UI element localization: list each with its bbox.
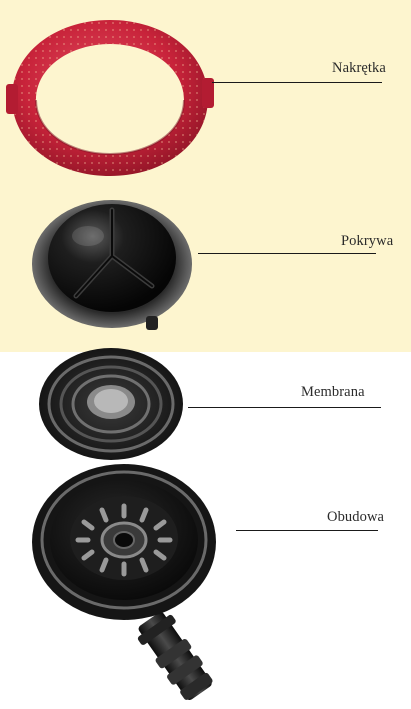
housing-leader-line xyxy=(236,530,378,531)
membrane-part xyxy=(36,344,186,464)
housing-with-nozzle-icon xyxy=(28,458,238,706)
membrane-label: Membrana xyxy=(301,384,365,401)
red-ring-nut-icon xyxy=(6,14,214,182)
housing-part xyxy=(28,458,238,706)
nut-leader-line xyxy=(212,82,382,83)
membrane-leader-line xyxy=(188,407,381,408)
cover-part xyxy=(28,186,198,336)
membrane-disc-icon xyxy=(36,344,186,464)
cover-label: Pokrywa xyxy=(341,233,393,250)
nut-label: Nakrętka xyxy=(332,60,386,77)
dome-cover-icon xyxy=(28,186,198,336)
cover-leader-line xyxy=(198,253,376,254)
housing-label: Obudowa xyxy=(327,509,384,526)
nut-part xyxy=(6,14,214,182)
